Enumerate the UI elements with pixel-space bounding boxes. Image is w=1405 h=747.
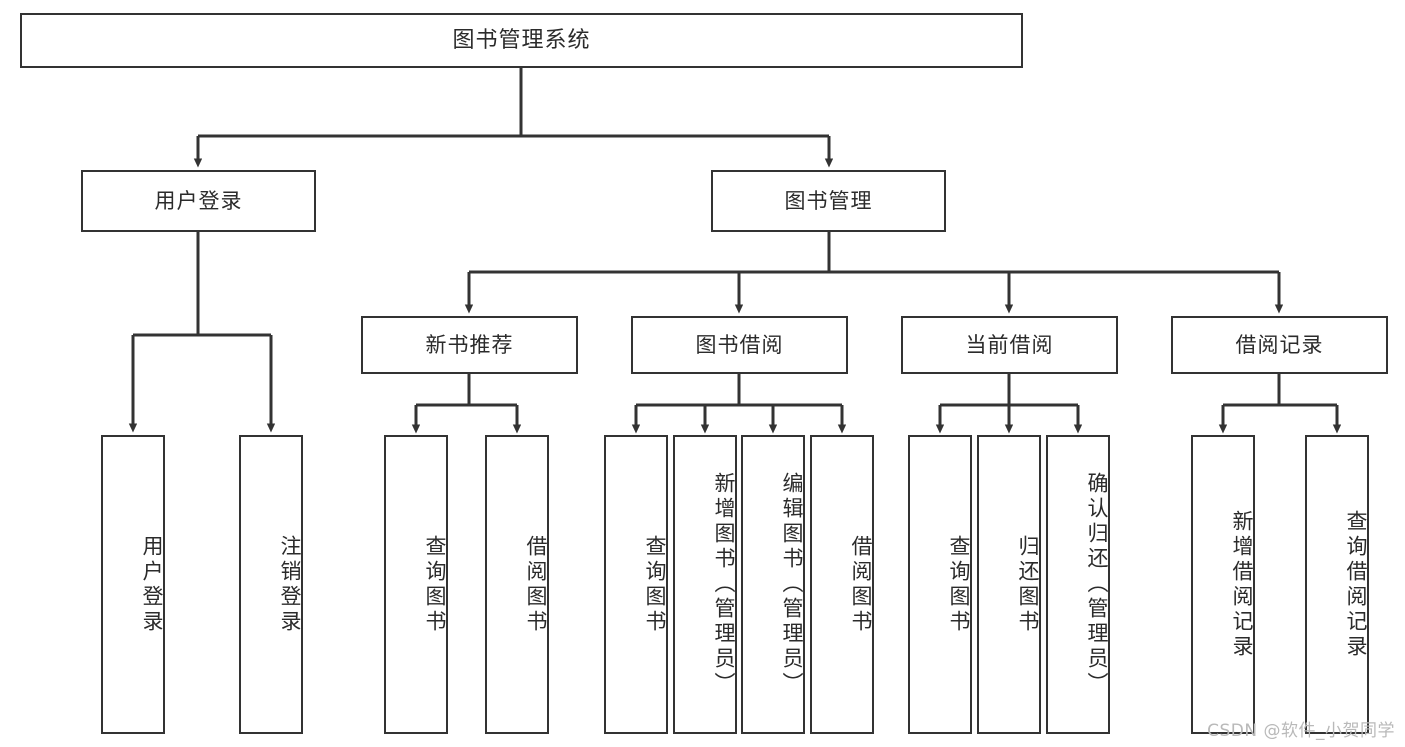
leaf-current-borrow-1[interactable]: 查询图书 xyxy=(908,435,972,734)
leaf-label: 查询借阅记录 xyxy=(1344,509,1368,660)
node-book-borrow[interactable]: 图书借阅 xyxy=(631,316,848,374)
leaf-label: 新增借阅记录 xyxy=(1230,509,1254,660)
node-current-borrow[interactable]: 当前借阅 xyxy=(901,316,1118,374)
node-book-borrow-label: 图书借阅 xyxy=(695,332,784,357)
node-root-label: 图书管理系统 xyxy=(452,27,591,53)
leaf-user-login-2[interactable]: 注销登录 xyxy=(239,435,303,734)
node-user-login[interactable]: 用户登录 xyxy=(81,170,316,232)
leaf-label: 查询图书 xyxy=(423,534,447,635)
leaf-label: 注销登录 xyxy=(278,534,302,635)
leaf-book-borrow-2[interactable]: 新增图书（管理员） xyxy=(673,435,737,734)
leaf-borrow-record-2[interactable]: 查询借阅记录 xyxy=(1305,435,1369,734)
leaf-label: 归还图书 xyxy=(1016,534,1040,635)
leaf-new-book-1[interactable]: 查询图书 xyxy=(384,435,448,734)
leaf-book-borrow-4[interactable]: 借阅图书 xyxy=(810,435,874,734)
leaf-label: 查询图书 xyxy=(947,534,971,635)
node-book-management-label: 图书管理 xyxy=(784,188,873,213)
leaf-current-borrow-3[interactable]: 确认归还（管理员） xyxy=(1046,435,1110,734)
node-user-login-label: 用户登录 xyxy=(154,188,243,213)
node-new-book-recommend[interactable]: 新书推荐 xyxy=(361,316,578,374)
leaf-user-login-1[interactable]: 用户登录 xyxy=(101,435,165,734)
leaf-label: 新增图书（管理员） xyxy=(712,472,736,697)
node-current-borrow-label: 当前借阅 xyxy=(965,332,1054,357)
leaf-label: 用户登录 xyxy=(140,534,164,635)
leaf-new-book-2[interactable]: 借阅图书 xyxy=(485,435,549,734)
node-borrow-record-label: 借阅记录 xyxy=(1235,332,1324,357)
watermark-text: CSDN @软件_小贺同学 xyxy=(1207,721,1395,741)
leaf-label: 确认归还（管理员） xyxy=(1085,472,1109,697)
node-new-book-recommend-label: 新书推荐 xyxy=(425,332,514,357)
node-root-system[interactable]: 图书管理系统 xyxy=(20,13,1023,68)
leaf-label: 借阅图书 xyxy=(849,534,873,635)
leaf-current-borrow-2[interactable]: 归还图书 xyxy=(977,435,1041,734)
node-book-management[interactable]: 图书管理 xyxy=(711,170,946,232)
leaf-label: 借阅图书 xyxy=(524,534,548,635)
node-borrow-record[interactable]: 借阅记录 xyxy=(1171,316,1388,374)
leaf-borrow-record-1[interactable]: 新增借阅记录 xyxy=(1191,435,1255,734)
leaf-book-borrow-1[interactable]: 查询图书 xyxy=(604,435,668,734)
leaf-label: 编辑图书（管理员） xyxy=(780,472,804,697)
leaf-label: 查询图书 xyxy=(643,534,667,635)
leaf-book-borrow-3[interactable]: 编辑图书（管理员） xyxy=(741,435,805,734)
